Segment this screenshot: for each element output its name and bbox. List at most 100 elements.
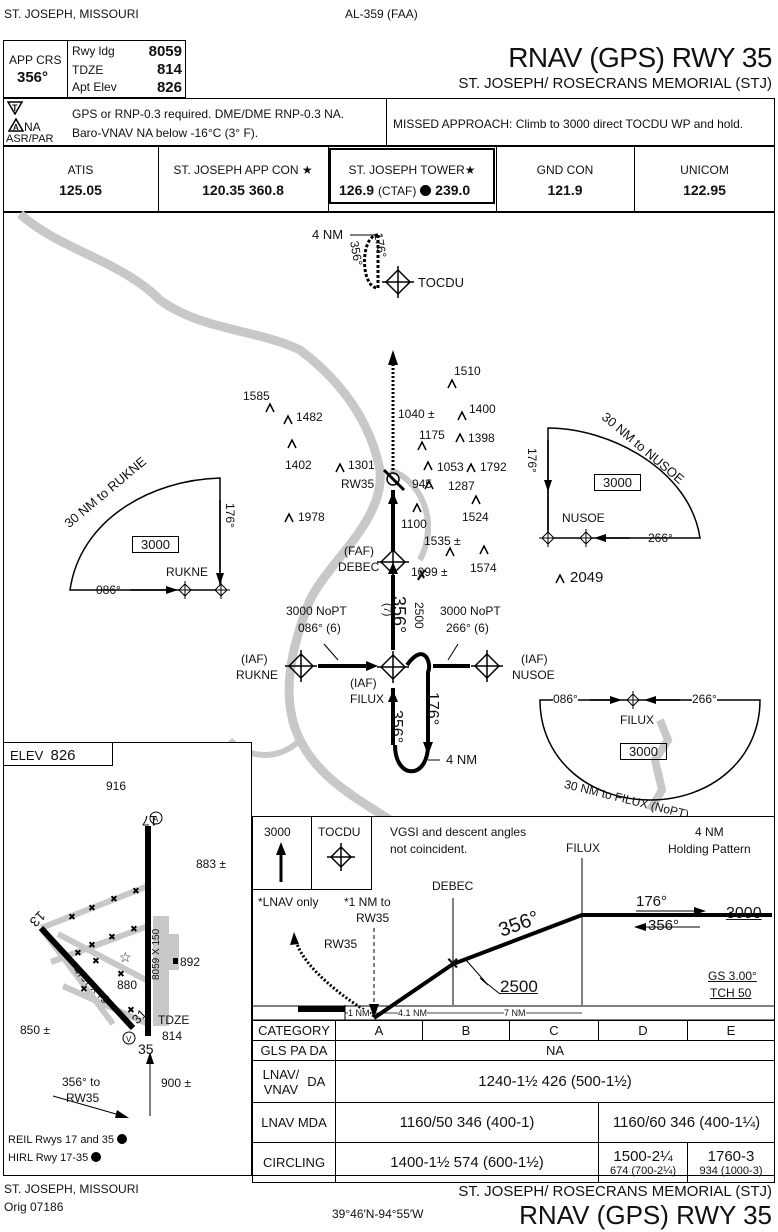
svg-text:V: V (126, 1035, 132, 1044)
obstacle-1100: 1100 (401, 517, 427, 531)
comm-tower-freq-row: 126.9 (CTAF) 239.0 (339, 183, 470, 197)
footer-city-state: ST. JOSEPH, MISSOURI (4, 1182, 139, 1196)
missed-arrowhead (388, 350, 398, 365)
obstacle-1053: 1053 (437, 460, 464, 474)
taa-filux-crs2: 266° (692, 692, 717, 706)
profile-one-nm-2: RW35 (356, 911, 390, 925)
nusoe-leg-crs: 266° (6) (446, 621, 489, 635)
svg-text:×: × (81, 984, 87, 995)
minimums-table: CATEGORY A B C D E GLS PA DA NA LNAV/VNA… (252, 1020, 775, 1183)
notes-line1: GPS or RNP-0.3 required. DME/DME RNP-0.3… (72, 107, 345, 121)
taa-nusoe (547, 427, 701, 539)
svg-text:×: × (111, 894, 117, 905)
hold-note-2: Holding Pattern (668, 842, 751, 856)
profile-hold-out: 356° (648, 917, 680, 934)
procedure-id: AL-359 (FAA) (345, 7, 418, 21)
app-crs-value: 356° (17, 69, 49, 86)
divider (67, 40, 68, 98)
obstacle-2049: 2049 (570, 569, 604, 586)
apt-tdze-value: 814 (162, 1029, 183, 1043)
fix-filux: FILUX (350, 692, 385, 706)
taa-rukne-crs2: 086° (96, 583, 121, 597)
svg-text:A: A (13, 123, 19, 132)
taa-rukne-fix: RUKNE (166, 565, 209, 579)
profile-hold-in: 176° (636, 893, 668, 910)
taa-filux (539, 699, 761, 801)
rukne-waypoint (285, 650, 317, 682)
lnav-vnav-value: 1240-1½ 426 (500-1½) (335, 1060, 775, 1103)
svg-text:✗: ✗ (416, 567, 428, 583)
footer-orig: Orig 07186 (4, 1200, 64, 1214)
minimums-category-row: CATEGORY A B C D E (252, 1020, 775, 1041)
profile-gs: GS 3.00° (708, 969, 757, 983)
nusoe-waypoint (471, 650, 503, 682)
pilot-controlled-lighting-icon (117, 1134, 128, 1144)
apt-lights1: REIL Rwys 17 and 35 (8, 1134, 128, 1146)
lnav-abc-value: 1160/50 346 (400-1) (335, 1102, 599, 1143)
obstacle-1099: 1099 ± (411, 565, 448, 579)
airport-diagram: ×××× ××× ××× ××× A V ☆ (38, 811, 179, 1118)
tdze-label: TDZE (72, 63, 104, 77)
taa-filux-crs1: 086° (553, 692, 578, 706)
comm-app-con-name: ST. JOSEPH APP CON ★ (173, 163, 313, 177)
lnav-de-value: 1160/60 346 (400-1¼) (598, 1102, 775, 1143)
obstacle-1040: 1040 ± (398, 407, 435, 421)
profile-alt: 3000 (726, 905, 762, 922)
debec-waypoint (377, 546, 409, 578)
elev-label: ELEV 826 (10, 747, 76, 764)
page-title: RNAV (GPS) RWY 35 (508, 42, 772, 73)
fix-rukne: RUKNE (236, 668, 279, 682)
taa-nusoe-alt: 3000 (594, 474, 641, 491)
divider (386, 98, 387, 146)
rukne-leg-alt: 3000 NoPT (286, 604, 347, 618)
alternate-na-text: NA (24, 120, 41, 134)
divider (158, 146, 159, 212)
apt-elev-label: Apt Elev (72, 80, 117, 94)
apt-elev-value: 826 (156, 79, 182, 96)
obstacle-1510: 1510 (454, 364, 481, 378)
filux-waypoint (377, 651, 409, 683)
fix-nusoe: NUSOE (512, 668, 555, 682)
profile-debec: DEBEC (432, 879, 474, 893)
apt-obstacle-880: 880 (117, 978, 138, 992)
taa-filux-fix: FILUX (620, 713, 655, 727)
circling-abc-value: 1400-1½ 574 (600-1½) (335, 1142, 599, 1183)
obstacle-1524: 1524 (462, 510, 489, 524)
tower-box (329, 148, 495, 204)
comm-app-con-freq: 120.35 360.8 (202, 182, 284, 198)
vgsi-note-1: VGSI and descent angles (390, 825, 527, 839)
divider (634, 146, 635, 212)
profile-rw35: RW35 (324, 937, 358, 951)
missed-fix: TOCDU (318, 825, 361, 839)
svg-text:✕: ✕ (446, 956, 459, 973)
tdze-value: 814 (156, 61, 182, 78)
notes-line2: Baro-VNAV NA below -16°C (3° F). (72, 126, 259, 140)
profile-lnav-only: *LNAV only (258, 895, 319, 909)
comm-atis-freq: 125.05 (59, 182, 102, 198)
obstacle-1978: 1978 (298, 510, 325, 524)
circling-label: CIRCLING (252, 1142, 336, 1183)
top-hold-dist: 4 NM (312, 227, 344, 242)
obstacle-symbols (34, 378, 565, 1096)
obstacle-1792: 1792 (480, 460, 507, 474)
apt-tdze-label: TDZE (158, 1013, 190, 1027)
river (16, 210, 393, 824)
taa-filux-alt: 3000 (620, 743, 667, 760)
obstacle-1574: 1574 (470, 561, 497, 575)
nusoe-iaf: (IAF) (521, 652, 548, 666)
taa-rukne-alt: 3000 (132, 536, 179, 553)
comm-unicom-name: UNICOM (680, 163, 729, 177)
pilot-controlled-lighting-icon (420, 185, 432, 196)
descent-profile (372, 913, 772, 1020)
obstacle-1402: 1402 (285, 458, 312, 472)
divider (496, 146, 497, 212)
missed-alt-box (252, 816, 312, 890)
category-d: D (598, 1020, 688, 1041)
svg-text:☆: ☆ (119, 949, 132, 965)
missed-climb-arc (294, 939, 375, 1018)
rw35-fix (386, 472, 400, 486)
category-a: A (335, 1020, 423, 1041)
